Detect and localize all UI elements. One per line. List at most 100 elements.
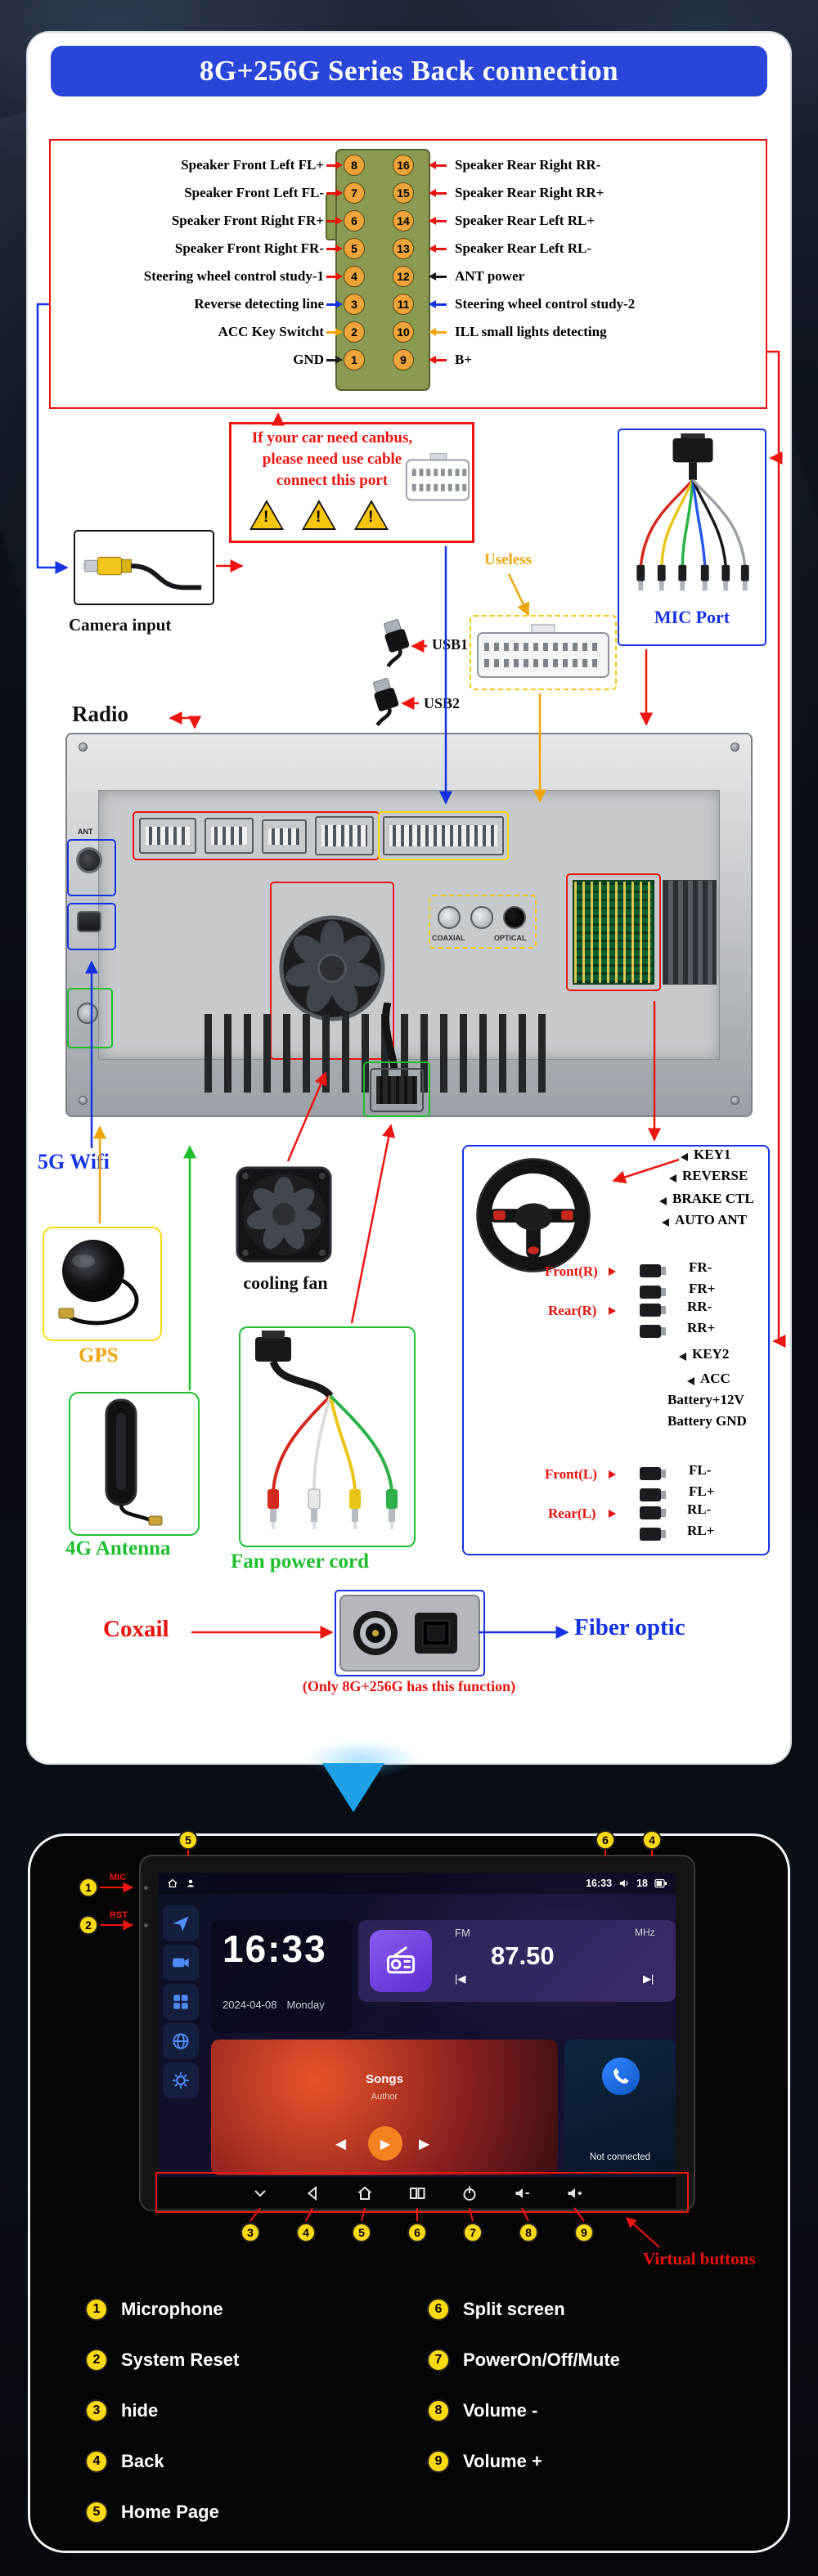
clock-day-value: Monday xyxy=(286,1999,325,2011)
volume-down-button-icon[interactable] xyxy=(512,2183,532,2203)
pin-label-left: Speaker Front Right FR- xyxy=(174,240,324,256)
legend-label: Volume - xyxy=(463,2400,538,2421)
arrow-icon xyxy=(679,1353,686,1361)
arrow-icon xyxy=(609,1470,616,1479)
browser-app-icon[interactable] xyxy=(163,2023,199,2059)
pin-number: 10 xyxy=(393,321,414,343)
back-button-icon[interactable] xyxy=(303,2183,322,2203)
ant-jack xyxy=(76,847,102,873)
useless-connector xyxy=(477,624,609,678)
harness-battgnd: Battery GND xyxy=(667,1413,747,1429)
canbus-text: connect this port xyxy=(276,472,389,489)
harness-acc: ACC xyxy=(700,1371,730,1386)
gps-antenna xyxy=(58,1240,139,1326)
harness-fl-plus: FL+ xyxy=(689,1483,715,1499)
music-prev-button[interactable]: ◀ xyxy=(335,2136,347,2152)
pin-label-left: Reverse detecting line xyxy=(194,296,324,312)
harness-autoant: AUTO ANT xyxy=(675,1212,748,1227)
steering-wheel xyxy=(476,1158,591,1272)
video-app-icon[interactable] xyxy=(163,1945,199,1981)
callout-4: 4 xyxy=(642,1830,662,1850)
music-play-button[interactable]: ▶ xyxy=(368,2126,402,2161)
speaker-status-icon xyxy=(619,1879,628,1887)
pin-number: 1 xyxy=(344,349,365,370)
wire-arrow-icon xyxy=(326,300,343,307)
harness-key2: KEY2 xyxy=(692,1346,730,1362)
plug-icon xyxy=(640,1528,666,1541)
wifi-5g-label: 5G Wifi xyxy=(38,1150,110,1174)
callout-6: 6 xyxy=(596,1830,615,1850)
coaxial-label: COAXIAL xyxy=(432,934,465,942)
virtual-buttons-highlight xyxy=(155,2172,689,2213)
cable-plug-highlight xyxy=(363,1061,430,1117)
virtual-buttons-label: Virtual buttons xyxy=(643,2249,756,2269)
plug-icon xyxy=(640,1264,666,1277)
callout-2: 2 xyxy=(79,1915,98,1935)
pin-number: 9 xyxy=(393,349,414,370)
wire-arrow-icon xyxy=(429,356,447,363)
split-screen-button-icon[interactable] xyxy=(407,2183,427,2203)
settings-gear-icon[interactable] xyxy=(163,2062,199,2098)
plug-icon xyxy=(640,1467,666,1480)
pin-label-right: Speaker Rear Right RR- xyxy=(455,157,601,173)
usb2-connector xyxy=(354,667,421,735)
arrow-icon xyxy=(669,1174,676,1183)
harness-front-r: Front(R) xyxy=(545,1263,598,1279)
nav-app-icon[interactable] xyxy=(163,1905,199,1941)
socket xyxy=(315,816,374,855)
harness-rr-plus: RR+ xyxy=(687,1320,716,1335)
arrow-icon xyxy=(609,1510,616,1518)
mic-harness xyxy=(636,433,749,591)
rca-jack xyxy=(470,906,493,929)
plug-icon xyxy=(640,1286,666,1299)
plug-icon xyxy=(640,1506,666,1519)
callout-5b: 5 xyxy=(352,2223,371,2242)
pin-label-left: Speaker Front Left FL- xyxy=(184,185,324,200)
coax-fiber-highlight xyxy=(335,1590,485,1676)
user-status-icon xyxy=(187,1879,194,1887)
legend-label: hide xyxy=(121,2400,159,2421)
clock-time: 16:33 xyxy=(222,1928,327,1970)
arrow-icon xyxy=(609,1307,616,1315)
wire-arrow-icon xyxy=(326,272,343,280)
fiber-optic-label: Fiber optic xyxy=(574,1614,685,1640)
antenna-4g-box xyxy=(69,1392,200,1536)
arrow-icon xyxy=(659,1197,667,1205)
clock-widget[interactable] xyxy=(211,1920,352,2033)
pin-number: 15 xyxy=(393,182,414,204)
power-button-icon[interactable] xyxy=(460,2183,479,2203)
clock-date-value: 2024-04-08 xyxy=(222,1999,277,2011)
radio-prev-button[interactable]: |◀ xyxy=(455,1972,466,1985)
radio-next-button[interactable]: ▶| xyxy=(643,1972,654,1985)
legend-num: 6 xyxy=(427,2298,450,2321)
pinout-row: Steering wheel control study-1 4 12 ANT … xyxy=(51,264,766,289)
legend-label: Volume + xyxy=(463,2451,542,2471)
wire-arrow-icon xyxy=(429,272,447,280)
wire-arrow-icon xyxy=(429,300,447,307)
callout-7: 7 xyxy=(463,2223,483,2242)
page-title: 8G+256G Series Back connection xyxy=(199,55,619,87)
apps-grid-icon[interactable] xyxy=(163,1984,199,2020)
hide-button-icon[interactable] xyxy=(250,2183,270,2203)
pin-label-right: B+ xyxy=(455,352,473,367)
arrow-icon xyxy=(609,1268,616,1276)
harness-fr-plus: FR+ xyxy=(689,1281,716,1296)
camera-input-box xyxy=(74,530,214,605)
volume-up-button-icon[interactable] xyxy=(564,2183,584,2203)
title-banner: 8G+256G Series Back connection xyxy=(51,46,767,96)
music-next-button[interactable]: ▶ xyxy=(419,2136,430,2152)
fan-power-harness xyxy=(255,1331,398,1529)
antenna-4g-highlight xyxy=(67,988,113,1048)
home-button-icon[interactable] xyxy=(355,2183,375,2203)
pinout-row: Speaker Front Right FR- 5 13 Speaker Rea… xyxy=(51,236,766,261)
cooling-fan-label: cooling fan xyxy=(243,1272,328,1293)
harness-rl-minus: RL- xyxy=(687,1501,712,1517)
socket xyxy=(262,819,307,854)
gps-box xyxy=(43,1227,162,1341)
